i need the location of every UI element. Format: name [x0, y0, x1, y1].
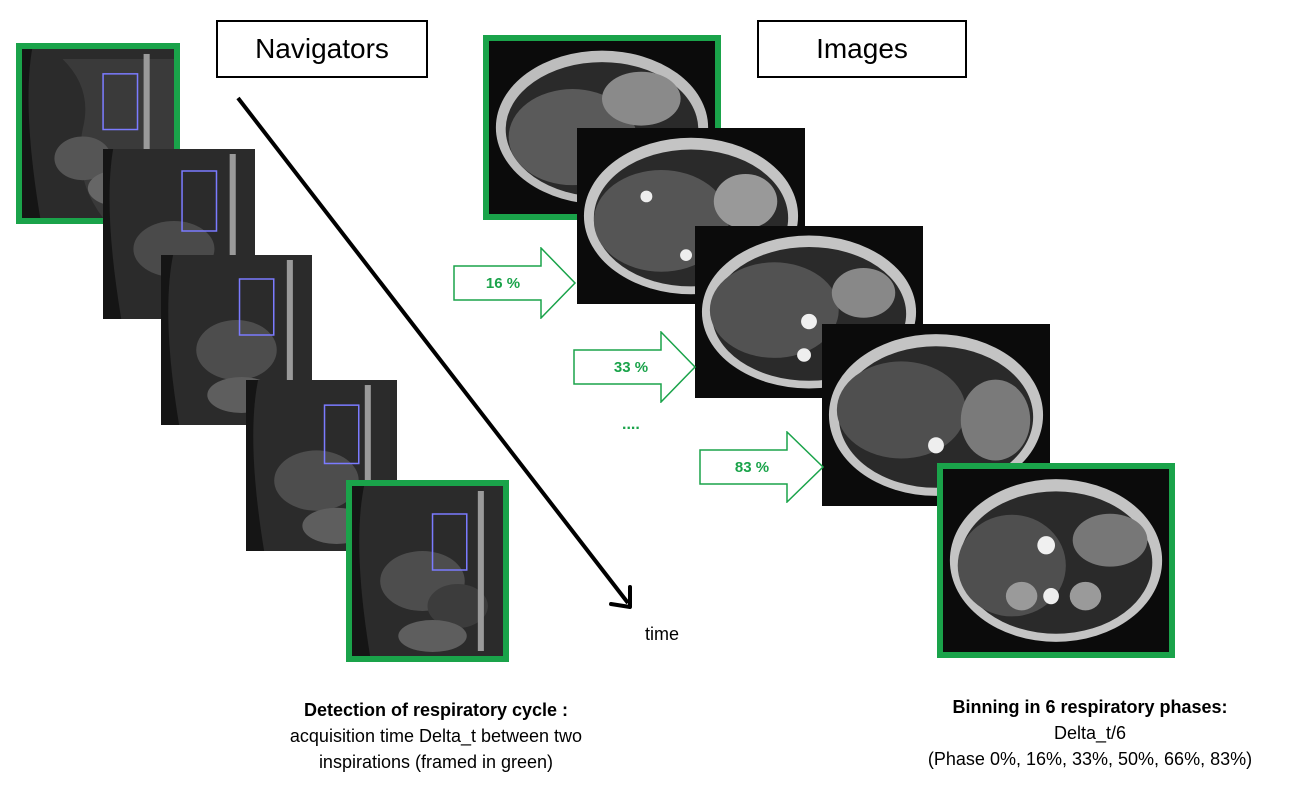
- arrow-33-label: 33 %: [613, 358, 649, 376]
- navigators-title: Navigators: [216, 20, 428, 78]
- navigators-title-text: Navigators: [255, 33, 389, 64]
- arrow-16-label: 16 %: [485, 274, 521, 292]
- left-caption: Detection of respiratory cycle : acquisi…: [226, 697, 646, 775]
- time-label: time: [645, 624, 680, 644]
- navigator-image-5: [346, 480, 509, 662]
- arrow-16-shape: [453, 247, 577, 319]
- left-caption-line2: acquisition time Delta_t between two: [289, 726, 583, 746]
- arrow-33-shape: [573, 331, 697, 403]
- arrow-83-label: 83 %: [734, 458, 770, 476]
- right-caption: Binning in 6 respiratory phases: Delta_t…: [880, 694, 1300, 772]
- left-caption-line1: Detection of respiratory cycle :: [303, 700, 569, 720]
- left-caption-line3: inspirations (framed in green): [318, 752, 554, 772]
- ellipsis: ....: [622, 416, 640, 433]
- axial-image-phase-83: [937, 463, 1175, 658]
- right-caption-line1: Binning in 6 respiratory phases:: [952, 697, 1228, 717]
- right-caption-line2: Delta_t/6: [1053, 723, 1127, 743]
- images-title-text: Images: [816, 33, 908, 64]
- right-caption-line3: (Phase 0%, 16%, 33%, 50%, 66%, 83%): [927, 749, 1253, 769]
- arrow-83-shape: [699, 431, 825, 503]
- images-title: Images: [757, 20, 967, 78]
